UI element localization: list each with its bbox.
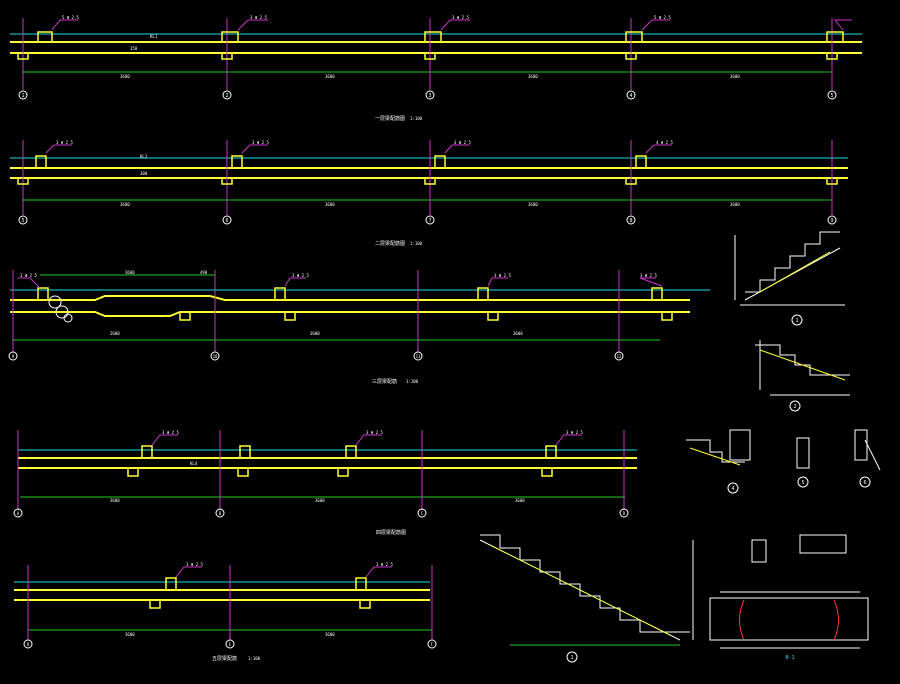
svg-text:4 Φ 2 5: 4 Φ 2 5 — [656, 140, 673, 145]
svg-text:KL2: KL2 — [140, 154, 148, 159]
axis-label: 12 — [617, 354, 622, 359]
axis-label: E — [229, 642, 232, 647]
section-scale: 1:100 — [410, 116, 423, 121]
axis-label: 2 — [225, 93, 228, 99]
svg-text:3 Φ 2 5: 3 Φ 2 5 — [250, 15, 267, 20]
svg-text:3600: 3600 — [120, 202, 130, 207]
svg-text:5 Φ 2 5: 5 Φ 2 5 — [62, 15, 79, 20]
svg-text:3 Φ 2 5: 3 Φ 2 5 — [566, 430, 583, 435]
svg-text:3600: 3600 — [528, 74, 538, 79]
section-title: 三层梁配筋 — [372, 378, 397, 385]
axis-label: 9 — [12, 354, 15, 359]
svg-text:3600: 3600 — [325, 74, 335, 79]
stair-detail-4: 4 — [686, 429, 751, 494]
section-label: B-1 — [785, 655, 794, 661]
axis-label: 4 — [629, 93, 632, 99]
detail-6: 6 — [854, 429, 881, 488]
svg-text:3600: 3600 — [515, 498, 525, 503]
detail-label: 1 — [795, 318, 798, 324]
svg-text:3600: 3600 — [120, 74, 130, 79]
svg-text:3600: 3600 — [730, 202, 740, 207]
svg-text:3 Φ 2 5: 3 Φ 2 5 — [20, 273, 37, 278]
svg-text:3600: 3600 — [110, 498, 120, 503]
axis-label: D — [623, 511, 626, 516]
axis-label: 1 — [21, 93, 24, 99]
axis-label: 10 — [213, 354, 218, 359]
svg-text:3 Φ 2 5: 3 Φ 2 5 — [452, 15, 469, 20]
svg-text:KL4: KL4 — [190, 461, 198, 466]
svg-text:3 Φ 2 5: 3 Φ 2 5 — [292, 273, 309, 278]
svg-text:3 Φ 2 5: 3 Φ 2 5 — [252, 140, 269, 145]
section-2: 3 Φ 2 5 3 Φ 2 5 3 Φ 2 5 4 Φ 2 5 KL2 300 360… — [10, 140, 848, 247]
svg-text:5 Φ 2 5: 5 Φ 2 5 — [654, 15, 671, 20]
axis-label: 11 — [416, 354, 421, 359]
axis-label: 9 — [830, 218, 833, 224]
svg-text:3 Φ 2 5: 3 Φ 2 5 — [454, 140, 471, 145]
svg-text:3600: 3600 — [125, 632, 135, 637]
stair-detail-2: 2 — [755, 340, 850, 412]
svg-text:3600: 3600 — [325, 632, 335, 637]
svg-text:3600: 3600 — [513, 331, 523, 336]
axis-label: 8 — [629, 218, 632, 224]
axis-label: 7 — [428, 218, 431, 224]
detail-label: 1 — [570, 655, 573, 661]
section-5: 3 Φ 2 5 3 Φ 2 5 3600 3600 D E F 五层梁配筋 1:10… — [14, 562, 437, 662]
svg-text:3600: 3600 — [125, 270, 135, 275]
axis-label: D — [27, 642, 30, 647]
detail-label: 5 — [801, 480, 804, 486]
svg-text:3 Φ 2 5: 3 Φ 2 5 — [640, 273, 657, 278]
svg-text:3 Φ 2 5: 3 Φ 2 5 — [494, 273, 511, 278]
section-title: 一层梁配筋图 — [375, 115, 405, 122]
svg-text:3600: 3600 — [310, 331, 320, 336]
axis-label: F — [431, 642, 434, 647]
axis-label: B — [219, 511, 222, 516]
svg-text:3 Φ 2 5: 3 Φ 2 5 — [56, 140, 73, 145]
svg-text:3600: 3600 — [730, 74, 740, 79]
svg-text:2600: 2600 — [110, 331, 120, 336]
section-4: 3 Φ 2 5 3 Φ 2 5 3 Φ 2 5 KL4 3600 3600 3600… — [13, 430, 637, 536]
svg-text:490: 490 — [200, 270, 208, 275]
detail-label: 6 — [863, 480, 866, 486]
axis-label: 5 — [21, 218, 24, 224]
axis-label: C — [421, 511, 424, 516]
section-1: 5 Φ 2 5 3 Φ 2 5 3 Φ 2 5 5 Φ 2 5 KL1 350 360… — [10, 15, 862, 122]
svg-text:300: 300 — [140, 171, 148, 176]
svg-text:3600: 3600 — [315, 498, 325, 503]
axis-label: 6 — [225, 218, 228, 224]
stair-detail-large: 1 — [479, 534, 694, 663]
section-scale: 1:100 — [406, 379, 419, 384]
detail-label: 2 — [793, 404, 796, 410]
stair-detail-1: 1 — [734, 231, 845, 326]
section-title: 五层梁配筋 — [212, 655, 237, 662]
detail-5: 5 — [796, 437, 810, 488]
svg-text:350: 350 — [130, 46, 138, 51]
svg-text:3 Φ 2 5: 3 Φ 2 5 — [376, 562, 393, 567]
axis-label: 5 — [830, 93, 833, 99]
section-scale: 1:100 — [248, 656, 261, 661]
beam-section: B-1 — [709, 534, 869, 661]
section-3: 3 Φ 2 5 3 Φ 2 5 3 Φ 2 5 3 Φ 2 5 3600 490 26… — [8, 270, 710, 385]
svg-text:3600: 3600 — [325, 202, 335, 207]
axis-label: 3 — [428, 93, 431, 99]
detail-label: 4 — [731, 486, 734, 492]
svg-text:KL1: KL1 — [150, 34, 158, 39]
section-title: 四层梁配筋图 — [376, 529, 406, 536]
svg-text:3600: 3600 — [528, 202, 538, 207]
axis-label: A — [17, 511, 20, 516]
section-scale: 1:100 — [410, 241, 423, 246]
svg-text:3 Φ 2 5: 3 Φ 2 5 — [366, 430, 383, 435]
section-title: 二层梁配筋图 — [375, 240, 405, 247]
svg-text:3 Φ 2 5: 3 Φ 2 5 — [162, 430, 179, 435]
svg-text:3 Φ 2 5: 3 Φ 2 5 — [186, 562, 203, 567]
